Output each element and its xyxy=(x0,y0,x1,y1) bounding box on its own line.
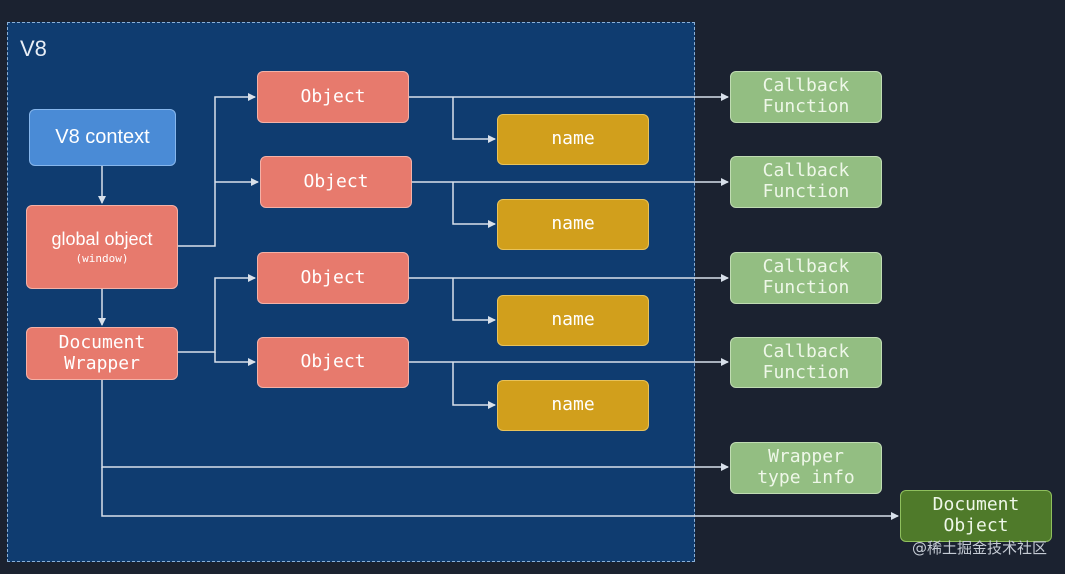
v8-context-label: V8 context xyxy=(55,126,150,148)
edge-docwrapper-to-document-object xyxy=(101,467,899,520)
callback-node-4: Callback Function xyxy=(730,337,882,388)
object-label-4: Object xyxy=(300,351,366,373)
edge-docwrapper-to-object-3 xyxy=(178,274,256,353)
v8-context-node: V8 context xyxy=(29,109,176,166)
callback-label-4-line2: Function xyxy=(762,361,850,383)
edge-docwrapper-to-object-4 xyxy=(214,352,256,366)
callback-node-3: Callback Function xyxy=(730,252,882,304)
document-object-line1: Document xyxy=(932,494,1020,516)
document-object-line2: Object xyxy=(943,515,1009,536)
object-node-3: Object xyxy=(257,252,409,304)
callback-label-3-line2: Function xyxy=(762,277,850,298)
name-node-2: name xyxy=(497,199,649,250)
edge-object-4-to-name-4 xyxy=(452,362,496,409)
document-wrapper-label-line2: Wrapper xyxy=(64,352,140,374)
edge-object-1-to-name-1 xyxy=(452,97,496,143)
object-node-2: Object xyxy=(260,156,412,208)
callback-label-4-line1: Callback xyxy=(762,340,850,362)
object-label-3: Object xyxy=(300,266,366,288)
watermark-text: @稀土掘金技术社区 xyxy=(911,539,1047,557)
object-label-1: Object xyxy=(300,85,366,107)
global-object-label: global object xyxy=(51,228,153,249)
global-object-sublabel: (window) xyxy=(75,251,129,265)
wrapper-type-info-node: Wrapper type info xyxy=(730,442,882,494)
callback-label-2-line1: Callback xyxy=(762,160,850,182)
callback-node-2: Callback Function xyxy=(730,156,882,208)
wrapper-type-info-line2: type info xyxy=(757,467,855,488)
name-label-1: name xyxy=(551,128,595,150)
callback-node-1: Callback Function xyxy=(730,71,882,123)
wrapper-type-info-line1: Wrapper xyxy=(768,446,844,468)
callback-label-1-line2: Function xyxy=(762,96,850,117)
global-object-node: global object (window) xyxy=(26,205,178,289)
object-label-2: Object xyxy=(303,170,369,192)
object-node-1: Object xyxy=(257,71,409,123)
name-node-1: name xyxy=(497,114,649,165)
document-wrapper-node: Document Wrapper xyxy=(26,327,178,380)
edge-object-3-to-name-3 xyxy=(452,278,496,324)
edge-object-2-to-name-2 xyxy=(452,182,496,228)
document-object-node: Document Object xyxy=(900,490,1052,542)
v8-region-label: V8 xyxy=(20,36,47,61)
edge-global-to-object-1 xyxy=(178,93,256,247)
name-label-4: name xyxy=(551,394,595,416)
name-label-3: name xyxy=(551,309,595,331)
name-node-4: name xyxy=(497,380,649,431)
object-node-4: Object xyxy=(257,337,409,388)
name-label-2: name xyxy=(551,213,595,235)
callback-label-2-line2: Function xyxy=(762,181,850,202)
document-wrapper-label-line1: Document xyxy=(58,331,146,353)
name-node-3: name xyxy=(497,295,649,346)
callback-label-3-line1: Callback xyxy=(762,256,850,278)
callback-label-1-line1: Callback xyxy=(762,75,850,97)
